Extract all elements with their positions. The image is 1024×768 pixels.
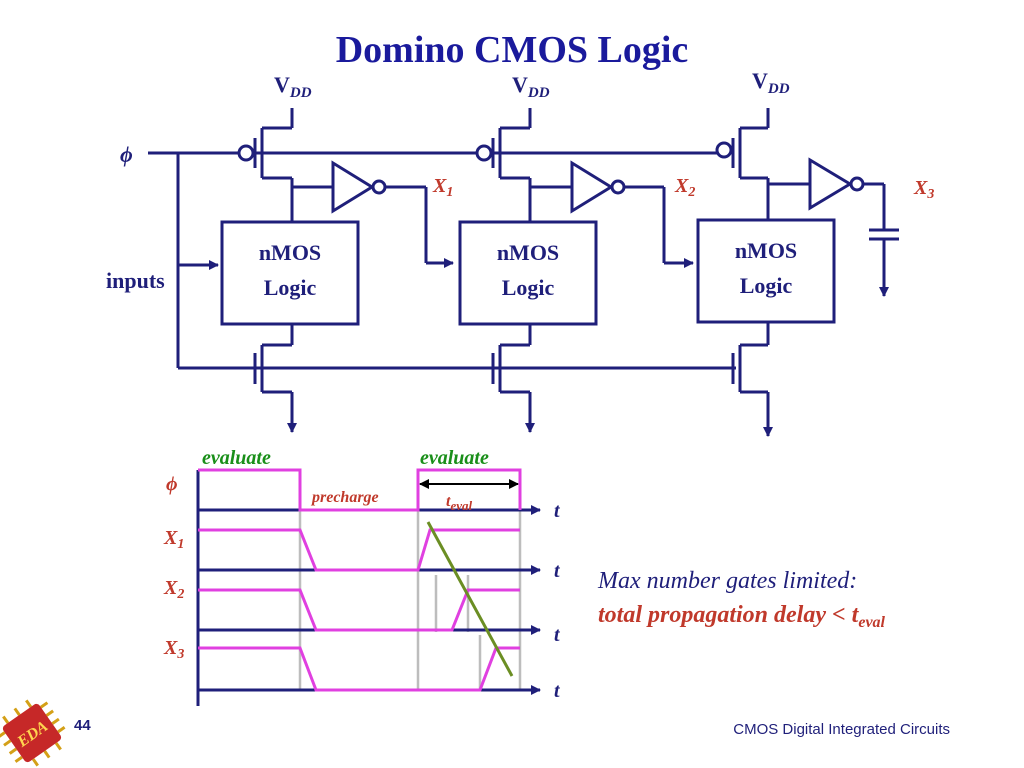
teval-label: teval xyxy=(446,493,472,513)
block-2-line1: nMOS xyxy=(497,240,559,265)
svg-text:VDD: VDD xyxy=(752,68,790,97)
timing-phi-label: ϕ xyxy=(166,473,178,495)
block-3-line2: Logic xyxy=(740,273,793,298)
time-axis-label-2: t xyxy=(554,560,561,582)
block-1-line1: nMOS xyxy=(259,240,321,265)
note-line-1: Max number gates limited: xyxy=(597,568,857,594)
node-x2-label: X2 xyxy=(674,175,695,200)
stage-2 xyxy=(458,108,694,433)
stage-1 xyxy=(178,108,454,433)
node-x1-label: X1 xyxy=(432,175,453,200)
evaluate-label-2: evaluate xyxy=(420,447,489,469)
block-2-line2: Logic xyxy=(502,275,555,300)
timing-x3-label: X3 xyxy=(163,637,184,662)
vdd-label-3: VDD xyxy=(752,68,790,97)
svg-text:VDD: VDD xyxy=(512,72,550,101)
footer-text: CMOS Digital Integrated Circuits xyxy=(733,721,950,738)
eda-logo: EDA xyxy=(0,699,66,767)
evaluate-label-1: evaluate xyxy=(202,447,271,469)
x3-waveform xyxy=(198,646,520,692)
note-line-2: total propagation delay < teval xyxy=(598,602,886,631)
time-axis-label-3: t xyxy=(554,624,561,646)
stage-3 xyxy=(696,108,899,437)
phi-waveform xyxy=(198,468,522,512)
node-x3-label: X3 xyxy=(913,177,934,202)
block-3-line1: nMOS xyxy=(735,238,797,263)
phi-label: ϕ xyxy=(120,142,133,167)
precharge-label: precharge xyxy=(310,489,379,506)
inputs-label: inputs xyxy=(106,268,165,293)
vdd-label-1: VDD xyxy=(274,72,312,101)
domino-circuit xyxy=(148,108,899,437)
time-axis-label-4: t xyxy=(554,680,561,702)
svg-text:VDD: VDD xyxy=(274,72,312,101)
x2-waveform xyxy=(198,588,520,632)
timing-diagram xyxy=(196,468,541,706)
slide-title: Domino CMOS Logic xyxy=(336,29,689,71)
page-number: 44 xyxy=(74,717,91,734)
timing-x1-label: X1 xyxy=(163,527,184,552)
block-1-line2: Logic xyxy=(264,275,317,300)
time-axis-label-1: t xyxy=(554,500,561,522)
x1-waveform xyxy=(198,528,520,572)
vdd-label-2: VDD xyxy=(512,72,550,101)
timing-x2-label: X2 xyxy=(163,577,184,602)
propagation-delay-line xyxy=(426,521,514,677)
